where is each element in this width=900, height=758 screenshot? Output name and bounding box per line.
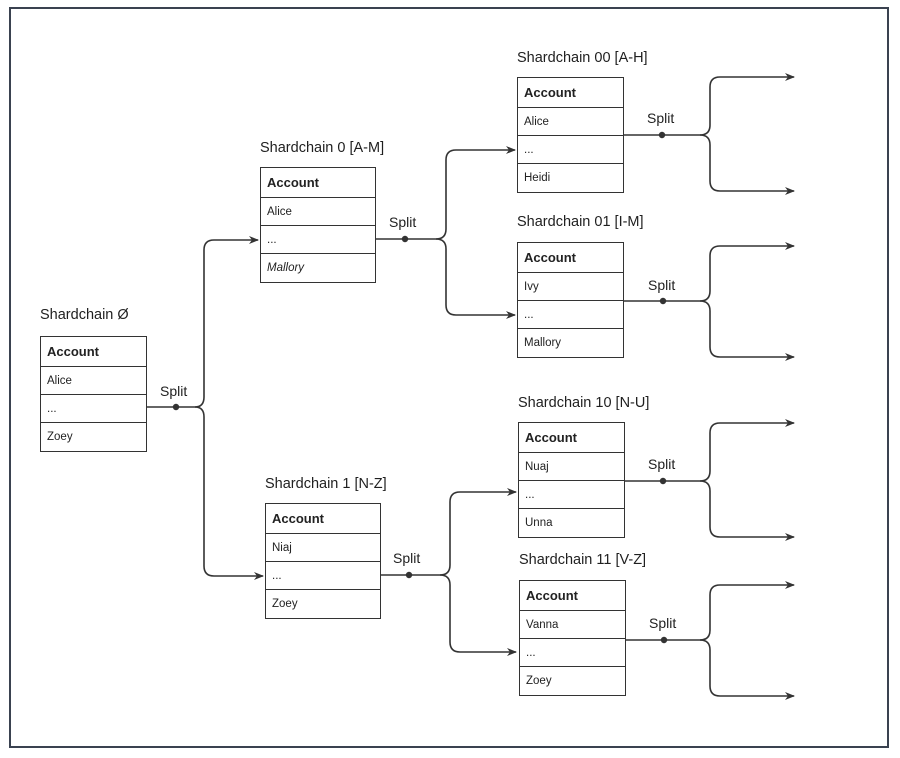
shardchain-00-table: Account Alice ... Heidi — [517, 77, 624, 193]
table-row: Vanna — [520, 611, 625, 639]
shardchain-root-title: Shardchain Ø — [40, 307, 129, 323]
split-dot — [405, 571, 413, 579]
connector-11-out-b — [699, 639, 795, 700]
table-header: Account — [519, 423, 624, 453]
connector-11-out-a — [624, 581, 795, 641]
table-row: Zoey — [47, 431, 73, 443]
split-label-00: Split — [647, 110, 675, 126]
table-row: ... — [41, 395, 146, 423]
shardchain-01-title: Shardchain 01 [I-M] — [517, 214, 644, 230]
table-row: ... — [261, 226, 375, 254]
table-row: Mallory — [267, 262, 305, 274]
connector-root-to-0 — [146, 236, 259, 408]
split-label-root: Split — [160, 383, 188, 399]
split-dot — [658, 131, 666, 139]
table-row: ... — [519, 481, 624, 509]
table-header: Account — [261, 168, 375, 198]
connector-00-out-a — [623, 73, 795, 136]
split-label-11: Split — [649, 615, 677, 631]
shardchain-10-table: Account Nuaj ... Unna — [518, 422, 625, 538]
shardchain-00-title: Shardchain 00 [A-H] — [517, 50, 648, 66]
connector-00-out-b — [699, 134, 795, 195]
table-row: Ivy — [518, 273, 623, 301]
shardchain-0-table: Account Alice ... Mallory — [260, 167, 376, 283]
shardchain-11-title: Shardchain 11 [V-Z] — [519, 552, 647, 568]
table-row: ... — [518, 136, 623, 164]
table-row: Alice — [261, 198, 375, 226]
table-row: Niaj — [266, 534, 380, 562]
connector-10-out-a — [624, 419, 795, 482]
connector-1-to-10 — [380, 488, 517, 576]
split-dot — [659, 477, 667, 485]
split-label-10: Split — [648, 456, 676, 472]
shardchain-1-table: Account Niaj ... Zoey — [265, 503, 381, 619]
table-header: Account — [520, 581, 625, 611]
table-row: Alice — [41, 367, 146, 395]
shardchain-1-title: Shardchain 1 [N-Z] — [265, 476, 387, 492]
table-row: ... — [518, 301, 623, 329]
split-dot — [660, 636, 668, 644]
shardchain-11-table: Account Vanna ... Zoey — [519, 580, 626, 696]
split-dot — [401, 235, 409, 243]
table-row: ... — [520, 639, 625, 667]
table-row: Mallory — [524, 337, 562, 349]
table-header: Account — [518, 78, 623, 108]
table-header: Account — [41, 337, 146, 367]
shardchain-root-table: Account Alice ... Zoey — [40, 336, 147, 452]
split-dot — [659, 297, 667, 305]
table-row: Zoey — [272, 598, 298, 610]
table-row: ... — [266, 562, 380, 590]
connector-root-to-1 — [194, 406, 264, 580]
table-header: Account — [518, 243, 623, 273]
table-header: Account — [266, 504, 380, 534]
connector-0-to-01 — [435, 238, 516, 319]
connector-0-to-00 — [375, 146, 516, 240]
table-row: Heidi — [524, 172, 551, 184]
connector-01-out-b — [699, 300, 795, 361]
table-row: Unna — [525, 517, 553, 529]
split-label-1: Split — [393, 550, 421, 566]
table-row: Zoey — [526, 675, 552, 687]
diagram-frame — [9, 7, 889, 748]
connector-1-to-11 — [439, 574, 517, 656]
table-row: Nuaj — [519, 453, 624, 481]
table-row: Alice — [518, 108, 623, 136]
connector-10-out-b — [699, 480, 795, 541]
shardchain-10-title: Shardchain 10 [N-U] — [518, 395, 650, 411]
split-label-0: Split — [389, 214, 417, 230]
shardchain-01-table: Account Ivy ... Mallory — [517, 242, 624, 358]
connector-01-out-a — [623, 242, 795, 302]
split-dot — [172, 403, 180, 411]
split-label-01: Split — [648, 277, 676, 293]
shardchain-0-title: Shardchain 0 [A-M] — [260, 140, 385, 156]
